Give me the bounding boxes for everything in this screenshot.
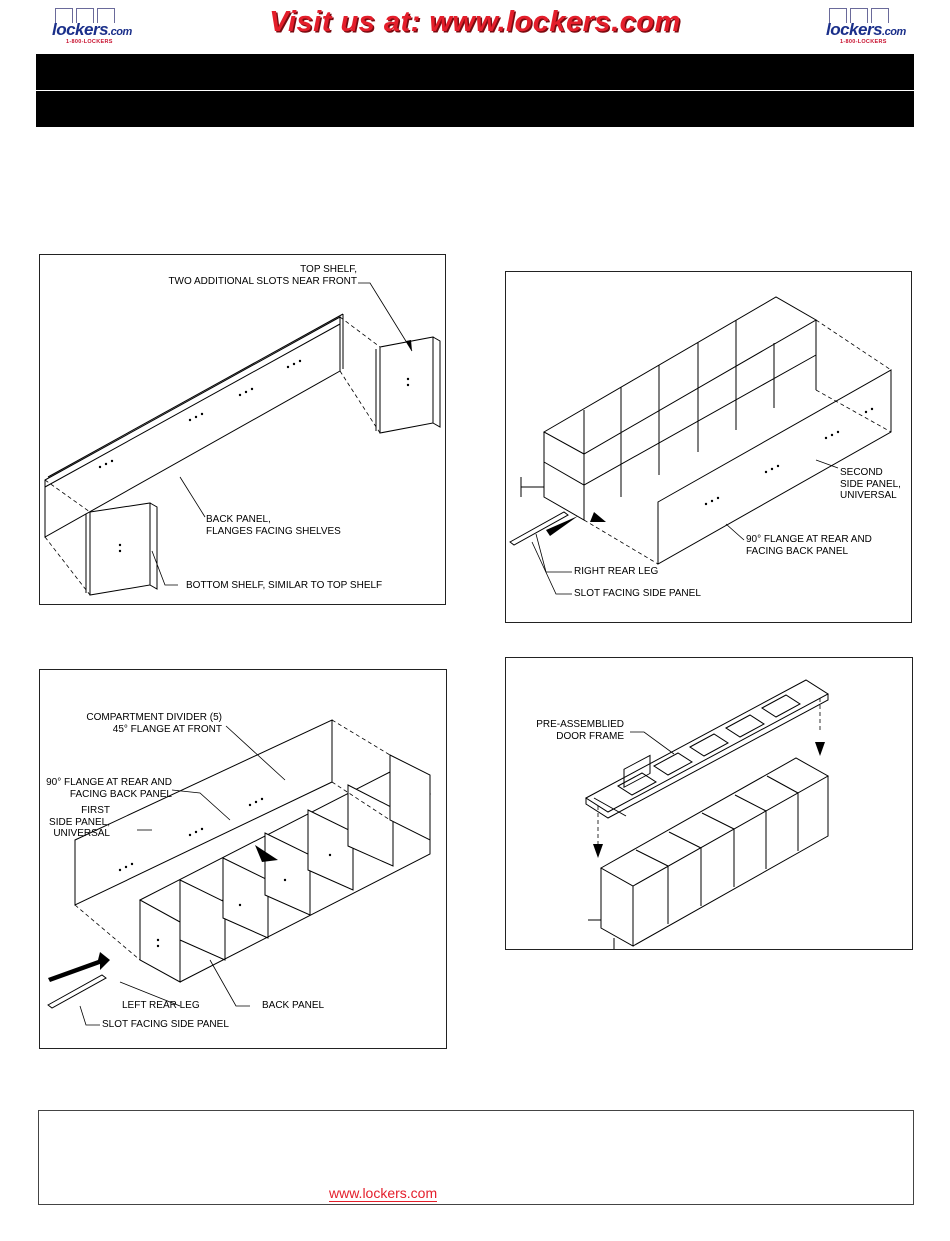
footer-website-link[interactable]: www.lockers.com xyxy=(329,1185,438,1202)
second-side-drawing xyxy=(509,296,892,595)
header-bar-bottom xyxy=(36,91,914,127)
label-second-side-panel: SECOND SIDE PANEL, UNIVERSAL xyxy=(840,467,901,501)
diagram-panel-door-frame: PRE-ASSEMBLIED DOOR FRAME xyxy=(505,657,913,950)
label-door-frame: PRE-ASSEMBLIED DOOR FRAME xyxy=(536,719,624,742)
label-compartment-divider: COMPARTMENT DIVIDER (5) 45° FLANGE AT FR… xyxy=(86,712,222,735)
footer-box: www.lockers.com xyxy=(38,1110,914,1205)
label-first-side-panel: FIRST SIDE PANEL, UNIVERSAL xyxy=(49,805,110,839)
logo-phone: 1-800-LOCKERS xyxy=(66,39,113,45)
diagram-panel-first-side: COMPARTMENT DIVIDER (5) 45° FLANGE AT FR… xyxy=(39,669,447,1049)
logo-phone: 1-800-LOCKERS xyxy=(840,39,887,45)
door-frame-drawing xyxy=(585,679,830,949)
logo-suffix: .com xyxy=(108,26,132,38)
label-left-rear-leg: LEFT REAR LEG xyxy=(122,1000,200,1011)
label-right-rear-leg: RIGHT REAR LEG xyxy=(574,566,659,577)
label-top-shelf: TOP SHELF, TWO ADDITIONAL SLOTS NEAR FRO… xyxy=(168,264,357,287)
header-bar-top xyxy=(36,54,914,90)
label-back-panel: BACK PANEL, FLANGES FACING SHELVES xyxy=(206,514,341,537)
logo-left[interactable]: lockers.com 1-800-LOCKERS xyxy=(52,8,132,46)
label-flange-rear: 90° FLANGE AT REAR AND FACING BACK PANEL xyxy=(746,534,872,557)
logo-suffix: .com xyxy=(882,26,906,38)
logo-right[interactable]: lockers.com 1-800-LOCKERS xyxy=(826,8,906,46)
label-bottom-shelf: BOTTOM SHELF, SIMILAR TO TOP SHELF xyxy=(186,580,383,591)
banner-title[interactable]: Visit us at: www.lockers.com xyxy=(269,6,681,38)
shelves-drawing xyxy=(44,282,441,596)
locker-icon xyxy=(829,8,889,24)
label-slot-facing-side: SLOT FACING SIDE PANEL xyxy=(574,588,701,599)
diagram-panel-second-side: SECOND SIDE PANEL, UNIVERSAL 90° FLANGE … xyxy=(505,271,912,623)
label-back-panel: BACK PANEL xyxy=(262,1000,325,1011)
label-flange-rear: 90° FLANGE AT REAR AND FACING BACK PANEL xyxy=(46,777,172,800)
logo-word: lockers xyxy=(826,20,883,39)
locker-icon xyxy=(55,8,115,24)
diagram-panel-shelves: TOP SHELF, TWO ADDITIONAL SLOTS NEAR FRO… xyxy=(39,254,446,605)
logo-word: lockers xyxy=(52,20,109,39)
first-side-drawing xyxy=(47,719,432,1026)
label-slot-facing-side: SLOT FACING SIDE PANEL xyxy=(102,1019,229,1030)
